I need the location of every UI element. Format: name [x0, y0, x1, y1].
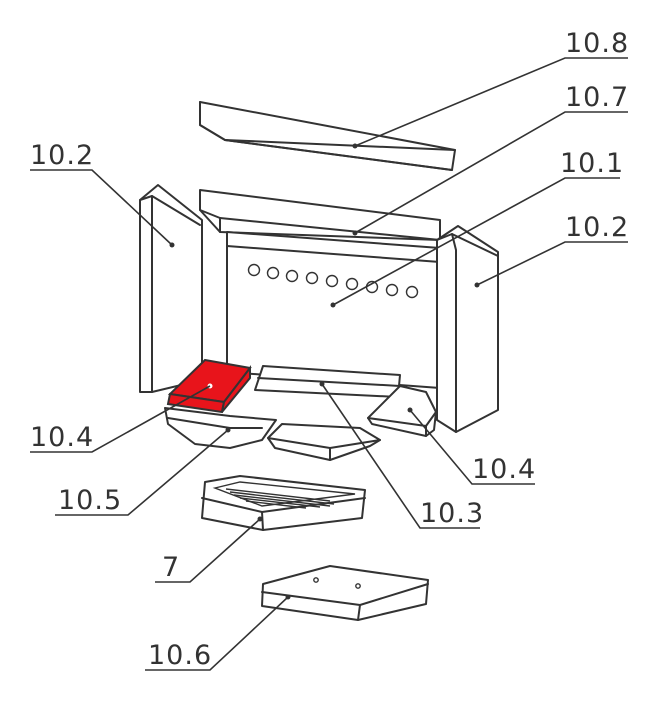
label-10-2-right: 10.2 [565, 212, 629, 243]
part-10-7-baffle [199, 189, 441, 241]
part-10-4-right-floor [367, 385, 437, 437]
part-10-8-top-plate [199, 101, 456, 171]
label-10-2-left: 10.2 [30, 140, 94, 171]
label-7: 7 [162, 552, 180, 583]
label-10-1: 10.1 [560, 148, 624, 179]
part-10-1-back-wall [226, 231, 441, 389]
leader-lines [30, 57, 628, 671]
air-holes [247, 263, 419, 299]
label-10-3: 10.3 [420, 498, 484, 529]
part-10-4-left-floor-highlighted [166, 358, 252, 414]
part-10-6-bottom-plate [261, 565, 429, 621]
label-10-5: 10.5 [58, 485, 122, 516]
label-10-7: 10.7 [565, 82, 629, 113]
part-labels: 10.8 10.7 10.2 10.1 10.2 10.4 10.4 10.5 … [30, 28, 629, 671]
part-7-grate-tray [201, 475, 366, 531]
part-10-5-front-floor [164, 407, 381, 461]
label-10-6: 10.6 [148, 640, 212, 671]
part-10-2-right-side [436, 225, 499, 433]
label-10-4-left: 10.4 [30, 422, 94, 453]
part-10-2-left-side [139, 184, 203, 393]
grate-bars [225, 488, 335, 509]
label-10-4-right: 10.4 [472, 454, 536, 485]
label-10-8: 10.8 [565, 28, 629, 59]
